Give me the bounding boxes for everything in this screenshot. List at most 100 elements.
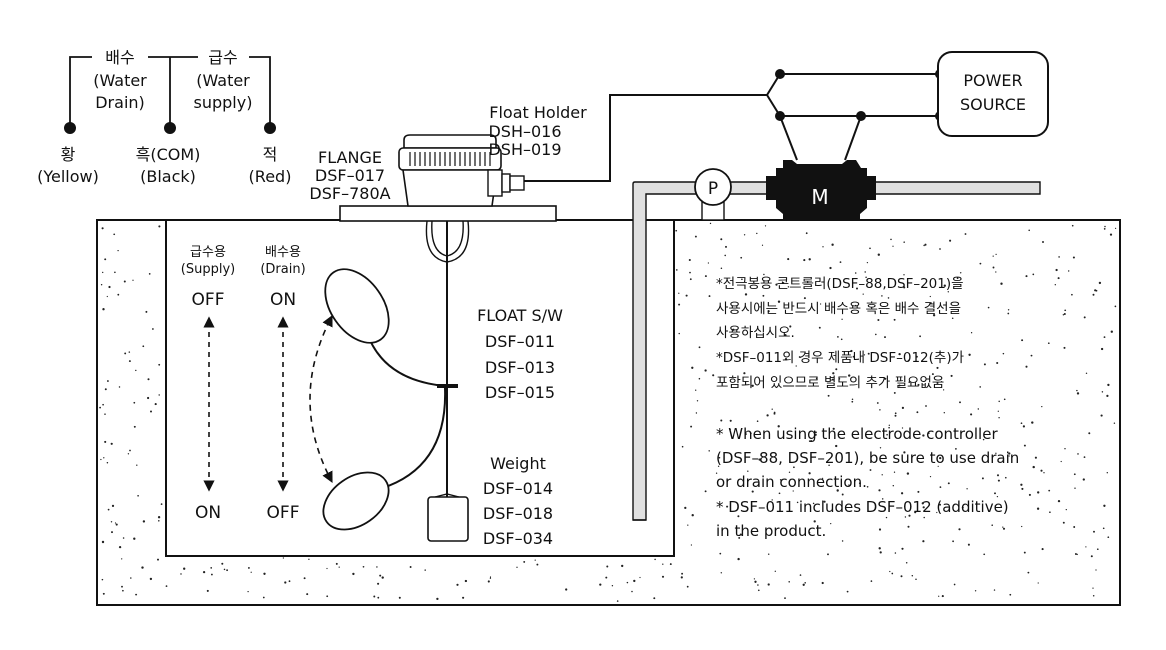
soil-dot bbox=[681, 572, 684, 575]
soil-dot bbox=[903, 241, 905, 243]
soil-dot bbox=[894, 552, 897, 554]
soil-dot bbox=[616, 600, 619, 602]
soil-dot bbox=[689, 271, 691, 274]
soil-dot bbox=[282, 557, 285, 559]
soil-dot bbox=[838, 378, 841, 380]
soil-dot bbox=[995, 452, 997, 454]
soil-dot bbox=[893, 318, 896, 321]
soil-dot bbox=[118, 545, 122, 549]
soil-dot bbox=[1096, 548, 1099, 551]
soil-dot bbox=[121, 558, 123, 560]
wire-black-kr: 흑(COM) bbox=[136, 145, 201, 164]
soil-dot bbox=[761, 244, 764, 246]
soil-dot bbox=[774, 570, 776, 572]
soil-dot bbox=[117, 293, 120, 296]
soil-dot bbox=[823, 500, 826, 503]
soil-dot bbox=[1047, 342, 1050, 345]
soil-dot bbox=[124, 352, 127, 355]
soil-dot bbox=[851, 400, 854, 403]
soil-dot bbox=[696, 400, 699, 402]
soil-dot bbox=[789, 325, 792, 328]
wire-red-kr: 적 bbox=[263, 145, 278, 164]
soil-dot bbox=[1020, 483, 1023, 486]
soil-dot bbox=[691, 514, 694, 517]
note-en-3: or drain connection. bbox=[716, 473, 867, 491]
soil-dot bbox=[901, 547, 904, 550]
soil-dot bbox=[117, 249, 119, 252]
soil-dot bbox=[326, 567, 328, 570]
soil-dot bbox=[878, 528, 882, 531]
legend-supply-kr: 급수 bbox=[208, 48, 237, 67]
soil-dot bbox=[1085, 546, 1087, 548]
soil-dot bbox=[102, 592, 105, 595]
soil-dot bbox=[884, 336, 886, 339]
drain-header-en: (Drain) bbox=[260, 262, 305, 277]
soil-dot bbox=[137, 494, 139, 497]
soil-dot bbox=[130, 577, 132, 579]
soil-dot bbox=[1083, 456, 1086, 458]
pump bbox=[694, 168, 732, 221]
soil-dot bbox=[1072, 256, 1075, 259]
soil-dot bbox=[878, 547, 881, 550]
soil-dot bbox=[1021, 339, 1024, 342]
soil-dot bbox=[1062, 314, 1065, 316]
soil-dot bbox=[631, 590, 633, 593]
soil-dot bbox=[866, 485, 869, 488]
soil-dot bbox=[1098, 281, 1102, 285]
soil-dot bbox=[982, 438, 985, 441]
soil-dot bbox=[903, 274, 905, 276]
soil-dot bbox=[111, 504, 115, 508]
soil-dot bbox=[708, 295, 711, 298]
soil-dot bbox=[996, 474, 1000, 477]
soil-dot bbox=[764, 225, 767, 227]
soil-dot bbox=[970, 413, 973, 416]
soil-dot bbox=[951, 317, 954, 320]
soil-dot bbox=[250, 571, 252, 573]
supply-top-state: OFF bbox=[192, 290, 225, 310]
note-kr-5: 포함되어 있으므로 별도의 추가 필요없음 bbox=[716, 375, 944, 391]
soil-dot bbox=[815, 377, 818, 380]
soil-dot bbox=[720, 267, 723, 269]
soil-dot bbox=[936, 511, 938, 514]
float-sw-model-1: DSF–011 bbox=[485, 332, 555, 351]
soil-dot bbox=[903, 451, 906, 454]
soil-dot bbox=[1065, 508, 1067, 511]
soil-dot bbox=[1092, 595, 1095, 597]
soil-dot bbox=[835, 444, 838, 448]
soil-dot bbox=[997, 410, 999, 412]
soil-dot bbox=[854, 304, 857, 307]
soil-dot bbox=[863, 354, 866, 356]
soil-dot bbox=[695, 389, 697, 391]
soil-dot bbox=[819, 303, 822, 305]
soil-dot bbox=[889, 570, 891, 573]
holder-power-wire bbox=[524, 94, 767, 182]
soil-dot bbox=[884, 377, 887, 380]
soil-dot bbox=[892, 245, 894, 247]
note-kr-3: 사용하십시오. bbox=[716, 325, 795, 341]
soil-dot bbox=[827, 394, 830, 397]
soil-dot bbox=[995, 253, 997, 256]
soil-dot bbox=[865, 276, 867, 279]
soil-dot bbox=[812, 502, 815, 505]
soil-dot bbox=[983, 363, 986, 366]
soil-dot bbox=[898, 352, 901, 356]
soil-dot bbox=[981, 477, 984, 480]
soil-dot bbox=[758, 458, 761, 461]
soil-texture bbox=[99, 222, 1117, 602]
soil-dot bbox=[183, 567, 186, 570]
soil-dot bbox=[106, 380, 109, 382]
flange-label: FLANGE bbox=[318, 148, 382, 167]
soil-dot bbox=[111, 531, 113, 534]
soil-dot bbox=[959, 401, 961, 404]
soil-dot bbox=[941, 595, 944, 598]
soil-dot bbox=[885, 516, 888, 519]
upper-float bbox=[324, 268, 390, 344]
soil-dot bbox=[690, 544, 693, 546]
soil-dot bbox=[1074, 553, 1077, 555]
soil-dot bbox=[936, 366, 939, 369]
soil-dot bbox=[1034, 456, 1037, 459]
soil-dot bbox=[108, 285, 111, 289]
soil-dot bbox=[1107, 536, 1110, 539]
soil-dot bbox=[424, 569, 426, 571]
soil-dot bbox=[100, 458, 102, 461]
